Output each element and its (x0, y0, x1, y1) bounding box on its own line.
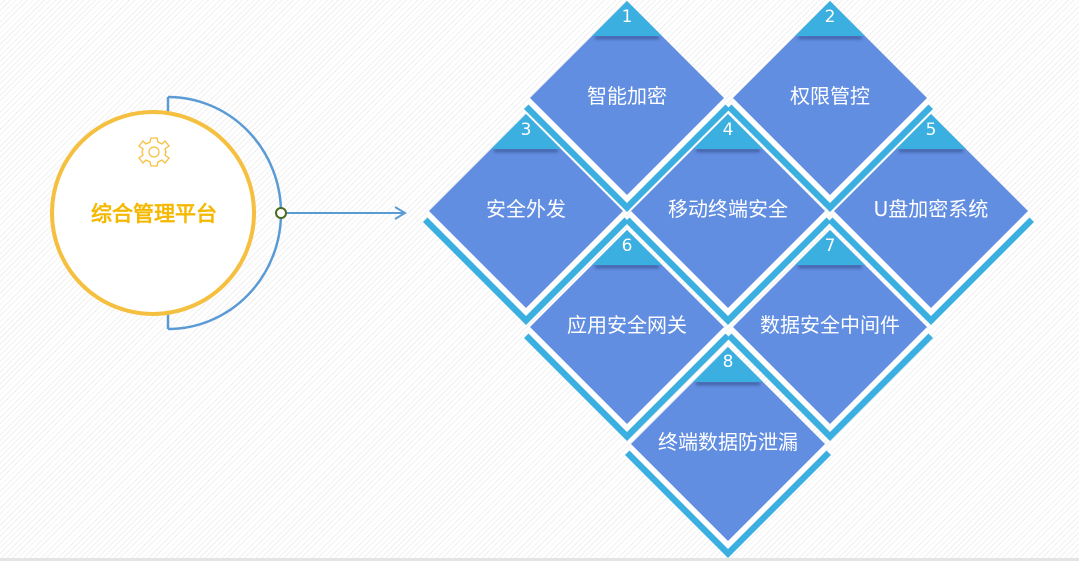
module-7[interactable]: 7 数据安全中间件 (760, 236, 900, 337)
number-badge (693, 114, 763, 149)
badge-shadow (696, 149, 760, 152)
module-number: 3 (521, 120, 532, 140)
gear-icon (138, 137, 170, 167)
diamond-body (429, 114, 623, 308)
module-label: 安全外发 (486, 197, 566, 221)
badge-shadow (595, 265, 659, 268)
connector-node (275, 207, 287, 219)
diamond-body (733, 1, 927, 195)
platform-circle (50, 110, 256, 316)
module-diamond[interactable] (625, 114, 831, 325)
platform-node: 综合管理平台 (50, 95, 283, 331)
module-4[interactable]: 4 移动终端安全 (668, 120, 788, 221)
module-number: 6 (622, 236, 633, 256)
bottom-divider (0, 558, 1079, 561)
badge-shadow (595, 36, 659, 39)
module-number: 7 (825, 236, 836, 256)
module-number: 5 (926, 120, 937, 140)
module-label: 终端数据防泄漏 (658, 430, 798, 454)
module-diamond[interactable] (524, 230, 730, 441)
number-badge (592, 1, 662, 36)
module-label: 权限管控 (790, 84, 870, 108)
module-number: 8 (723, 352, 734, 372)
module-3[interactable]: 3 安全外发 (486, 120, 566, 221)
module-diamond[interactable] (524, 1, 730, 212)
module-label: 数据安全中间件 (760, 313, 900, 337)
module-6[interactable]: 6 应用安全网关 (567, 236, 687, 337)
module-number: 1 (622, 7, 633, 27)
diamond-body (530, 1, 724, 195)
diamond-body (631, 347, 825, 541)
number-badge (795, 1, 865, 36)
badge-shadow (798, 36, 862, 39)
module-diamond[interactable] (727, 1, 933, 212)
module-diamond[interactable] (828, 114, 1034, 325)
module-label: 移动终端安全 (668, 197, 788, 221)
badge-shadow (899, 149, 963, 152)
number-badge (896, 114, 966, 149)
platform-title: 综合管理平台 (91, 202, 217, 226)
number-badge (491, 114, 561, 149)
number-badge (693, 347, 763, 382)
module-label: U盘加密系统 (874, 197, 989, 221)
module-diamond[interactable] (625, 347, 831, 558)
module-diamond[interactable] (423, 114, 629, 325)
badge-shadow (696, 382, 760, 385)
number-badge (592, 230, 662, 265)
diamond-body (530, 230, 724, 424)
badge-shadow (494, 149, 558, 152)
connector-arrow (275, 206, 407, 220)
module-label: 智能加密 (587, 84, 667, 108)
number-badge (795, 230, 865, 265)
diamond-body (733, 230, 927, 424)
module-8[interactable]: 8 终端数据防泄漏 (658, 352, 798, 454)
module-number: 4 (723, 120, 734, 140)
module-diamond[interactable] (727, 230, 933, 441)
badge-shadow (798, 265, 862, 268)
module-1[interactable]: 1 智能加密 (587, 7, 667, 108)
module-label: 应用安全网关 (567, 313, 687, 337)
diamond-body (834, 114, 1028, 308)
diamond-body (631, 114, 825, 308)
module-2[interactable]: 2 权限管控 (790, 7, 870, 108)
module-number: 2 (825, 7, 836, 27)
